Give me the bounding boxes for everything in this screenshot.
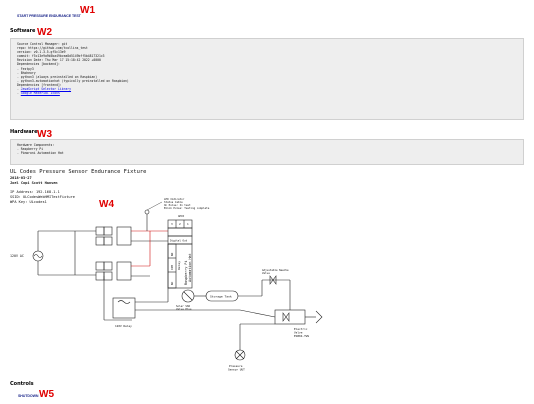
electric-valve-label: Electric [294,327,308,331]
relay-pins-box [167,243,177,289]
svg-text:NO: NO [170,252,174,256]
ip-address: IP Address: 192.168.1.1 [10,190,60,194]
pressure-sensor [234,349,246,361]
needle-valve-label: Valve [262,271,270,275]
led-note: Status Cable [164,200,183,204]
software-heading: Software [10,28,36,34]
coil-icon [117,300,131,304]
wiring-diagram: 120V AC LED Indicator Status Cable On Pu… [10,197,323,372]
start-test-button[interactable]: START PRESSURE ENDURANCE TEST [17,14,81,18]
terminal-block [95,261,105,271]
needle-valve-icon [269,275,277,285]
fixture-title: UL Codes Pressure Sensor Endurance Fixtu… [10,169,147,175]
led-note: On Pulse: In test [164,203,191,207]
relay-120v [112,297,136,319]
software-line: version: v0.1.3-5-gf5c13e9 [17,50,66,55]
software-info-box: Source Control Manager: git repo: https:… [10,38,524,120]
pi-label: Raspberry Pi [184,261,188,286]
power-supply-box [116,226,132,246]
js-selector-library-link[interactable]: JavaScript Selector Library [20,87,72,92]
solar-valve-label: Valve Plus [176,307,192,311]
led-note: Blink Pulse: Testing complete [164,206,210,210]
hardware-heading: Hardware [10,129,38,135]
terminal-block [103,236,113,246]
marker-w4: W4 [99,199,114,210]
marker-w3: W3 [37,129,52,140]
software-line: - Bhoheory [17,70,36,75]
marker-w2: W2 [37,27,52,38]
ssid: SSID: ULCodesWebHMITestFixture [10,195,75,199]
terminal-block [103,261,113,271]
software-line: Revision Date: Thu Mar 17 15:18:42 2022 … [17,58,101,63]
svg-text:3: 3 [171,222,173,226]
svg-text:COM: COM [170,265,174,270]
svg-text:2: 2 [179,222,181,226]
needle-valve-label: Adjustable Needle [262,268,289,272]
led-note: LED Indicator [164,197,185,201]
marker-w1: W1 [80,5,95,16]
solar-valve-label: Solar SSR [176,304,190,308]
hardware-line: - Raspberry Pi [17,147,44,152]
controls-heading: Controls [10,381,34,387]
hardware-line: Hardware Components: [17,143,55,147]
marker-w5: W5 [39,389,54,400]
software-line: Dependencies [backend]: [17,62,60,67]
terminal-block [103,226,113,236]
power-supply-box [116,261,132,281]
terminal-block [95,226,105,236]
pressure-sensor-label: Pressure [229,364,243,368]
valve-actuator-icon [315,310,323,324]
relay-label: Relay [177,261,181,270]
digital-out-label: Digital Out [170,239,188,243]
fixture-authors: Joel Copi Scott Hansen [10,181,58,185]
wpa-key: WPA Key: ULcodes1 [10,200,47,204]
pressure-sensor-label: Sensor UUT [228,368,245,372]
software-line: Source Control Manager: git [17,42,68,46]
electric-valve-label: Valve [294,331,303,335]
svg-text:NC: NC [170,281,174,285]
terminal-block [103,271,113,281]
sine-icon [33,254,43,258]
software-line: repo: https://github.com/tcollins_test [17,46,88,51]
software-line: - Festpy3 [17,66,34,71]
svg-text:1: 1 [187,222,189,226]
software-line: - python3 (always preinstalled on Raspbi… [17,74,98,79]
solenoid-valve [274,309,306,325]
shutdown-button[interactable]: SHUTDOWN [18,394,39,398]
gpio-label: GPIO [178,214,185,218]
terminal-block [95,236,105,246]
pi-label: Automation Hat [188,253,192,282]
relay-box-label: 120V Relay [115,324,132,328]
led-indicator [144,209,150,215]
hardware-line: - Pimoroni Automation Hat [17,151,64,156]
ac-label: 120V AC [10,254,24,258]
terminal-block [95,271,105,281]
material-icons-link[interactable]: Google Material Icons [20,91,60,96]
electric-valve-label: ESB04-TWS [294,334,309,338]
software-line: commit: f5c13e9a9b5ba49bcea8d5149bff5b48… [17,54,105,59]
fixture-date: 2018-03-27 [10,176,32,180]
hardware-info-box: Hardware Components: - Raspberry Pi - Pi… [10,139,524,165]
software-line: - python3-automationhat (typically prein… [17,78,129,83]
software-line: Dependencies [frontend]: [17,82,62,87]
storage-tank-label: Storage Tank [210,295,232,299]
